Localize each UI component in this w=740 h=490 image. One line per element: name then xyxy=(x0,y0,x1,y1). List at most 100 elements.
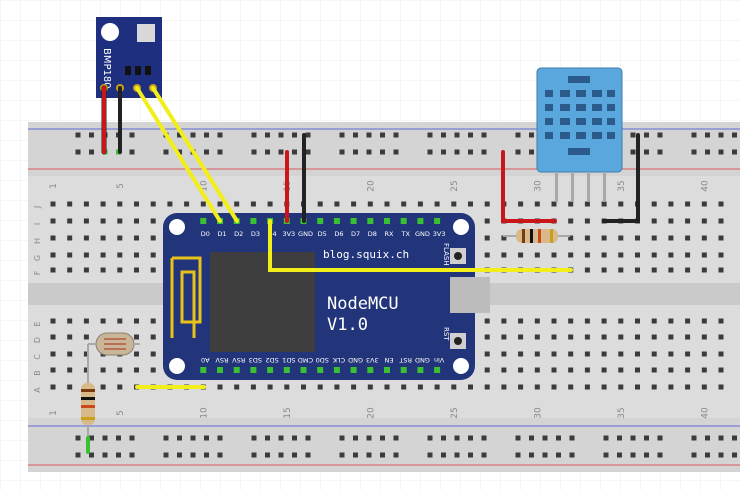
breadboard-hole xyxy=(518,384,524,390)
breadboard-hole xyxy=(292,149,297,155)
breadboard-hole xyxy=(83,334,89,340)
breadboard-hole xyxy=(117,201,123,207)
breadboard-hole xyxy=(668,235,674,241)
header-pin xyxy=(367,367,374,373)
breadboard-hole xyxy=(584,351,590,357)
breadboard-hole xyxy=(190,452,196,458)
breadboard-hole xyxy=(501,351,507,357)
breadboard-hole xyxy=(468,435,473,441)
breadboard-hole xyxy=(89,435,94,441)
pin-label: D7 xyxy=(351,230,360,238)
breadboard-hole xyxy=(89,452,94,458)
breadboard-hole xyxy=(116,435,121,441)
breadboard-hole xyxy=(100,235,106,241)
breadboard-hole xyxy=(618,384,624,390)
dht11-sensor xyxy=(536,67,623,202)
breadboard-hole xyxy=(401,384,407,390)
mount-hole xyxy=(169,358,185,374)
ldr-resistor xyxy=(81,344,95,438)
header-pin xyxy=(233,367,240,373)
pin-label: D3 xyxy=(251,230,260,238)
breadboard-hole xyxy=(117,367,123,373)
breadboard-hole xyxy=(50,351,56,357)
header-pin xyxy=(217,367,223,373)
breadboard-hole xyxy=(635,235,640,241)
breadboard-hole xyxy=(651,367,657,373)
breadboard-hole xyxy=(265,435,270,441)
breadboard-hole xyxy=(251,435,257,441)
breadboard-hole xyxy=(83,367,89,373)
breadboard-hole xyxy=(481,435,487,441)
breadboard-hole xyxy=(584,267,590,273)
column-number: 5 xyxy=(116,183,126,189)
pin-label: 3V3 xyxy=(366,356,379,364)
breadboard-hole xyxy=(701,351,707,357)
breadboard-hole xyxy=(67,201,73,207)
breadboard-hole xyxy=(150,235,156,241)
breadboard-hole xyxy=(366,452,372,458)
bmp-sensor-chip xyxy=(137,24,155,42)
breadboard-hole xyxy=(251,452,257,458)
breadboard-hole xyxy=(569,452,575,458)
flash-label: FLASH xyxy=(442,243,450,266)
row-letter: C xyxy=(33,354,42,360)
breadboard-hole xyxy=(117,384,123,390)
breadboard-hole xyxy=(217,201,223,207)
breadboard-hole xyxy=(518,252,524,258)
breadboard-hole xyxy=(701,384,707,390)
breadboard-hole xyxy=(584,334,590,340)
breadboard-hole xyxy=(251,149,257,155)
bmp-smd xyxy=(145,66,151,75)
breadboard-hole xyxy=(305,132,311,138)
header-pin xyxy=(400,367,407,373)
breadboard-hole xyxy=(651,252,657,258)
breadboard-hole xyxy=(366,435,372,441)
breadboard-hole xyxy=(217,384,223,390)
breadboard-hole xyxy=(644,452,649,458)
breadboard-hole xyxy=(217,149,223,155)
wire-red xyxy=(501,150,557,223)
breadboard-hole xyxy=(305,149,311,155)
breadboard-hole xyxy=(518,334,524,340)
breadboard-hole xyxy=(367,201,373,207)
breadboard-hole xyxy=(250,201,256,207)
breadboard-hole xyxy=(184,201,190,207)
breadboard-hole xyxy=(67,252,73,258)
header-pin xyxy=(434,367,441,373)
breadboard-hole xyxy=(529,435,534,441)
breadboard-hole xyxy=(718,435,724,441)
breadboard-hole xyxy=(150,252,156,258)
column-number: 35 xyxy=(617,407,627,418)
breadboard-hole xyxy=(584,367,590,373)
breadboard-hole xyxy=(568,252,574,258)
breadboard-hole xyxy=(427,132,433,138)
breadboard-hole xyxy=(668,252,674,258)
breadboard-hole xyxy=(217,132,223,138)
pin-label: 3V3 xyxy=(282,230,295,238)
breadboard-hole xyxy=(134,351,139,357)
breadboard-hole xyxy=(278,435,284,441)
breadboard-hole xyxy=(292,132,297,138)
breadboard-hole xyxy=(630,132,636,138)
breadboard-hole xyxy=(529,149,534,155)
mount-hole xyxy=(169,219,185,235)
breadboard-hole xyxy=(668,318,674,324)
breadboard-hole xyxy=(617,452,622,458)
breadboard-hole xyxy=(501,334,507,340)
breadboard-hole xyxy=(317,201,323,207)
breadboard-hole xyxy=(234,201,240,207)
breadboard-hole xyxy=(384,201,390,207)
header-pin xyxy=(267,367,274,373)
breadboard-hole xyxy=(551,334,557,340)
breadboard-hole xyxy=(481,132,487,138)
bmp-smd xyxy=(125,66,131,75)
breadboard-hole xyxy=(417,384,423,390)
breadboard-hole xyxy=(618,201,624,207)
header-pin xyxy=(300,367,307,373)
breadboard-hole xyxy=(568,384,574,390)
breadboard-hole xyxy=(100,252,106,258)
breadboard-hole xyxy=(102,452,108,458)
wires xyxy=(86,85,640,454)
breadboard-hole xyxy=(618,235,624,241)
